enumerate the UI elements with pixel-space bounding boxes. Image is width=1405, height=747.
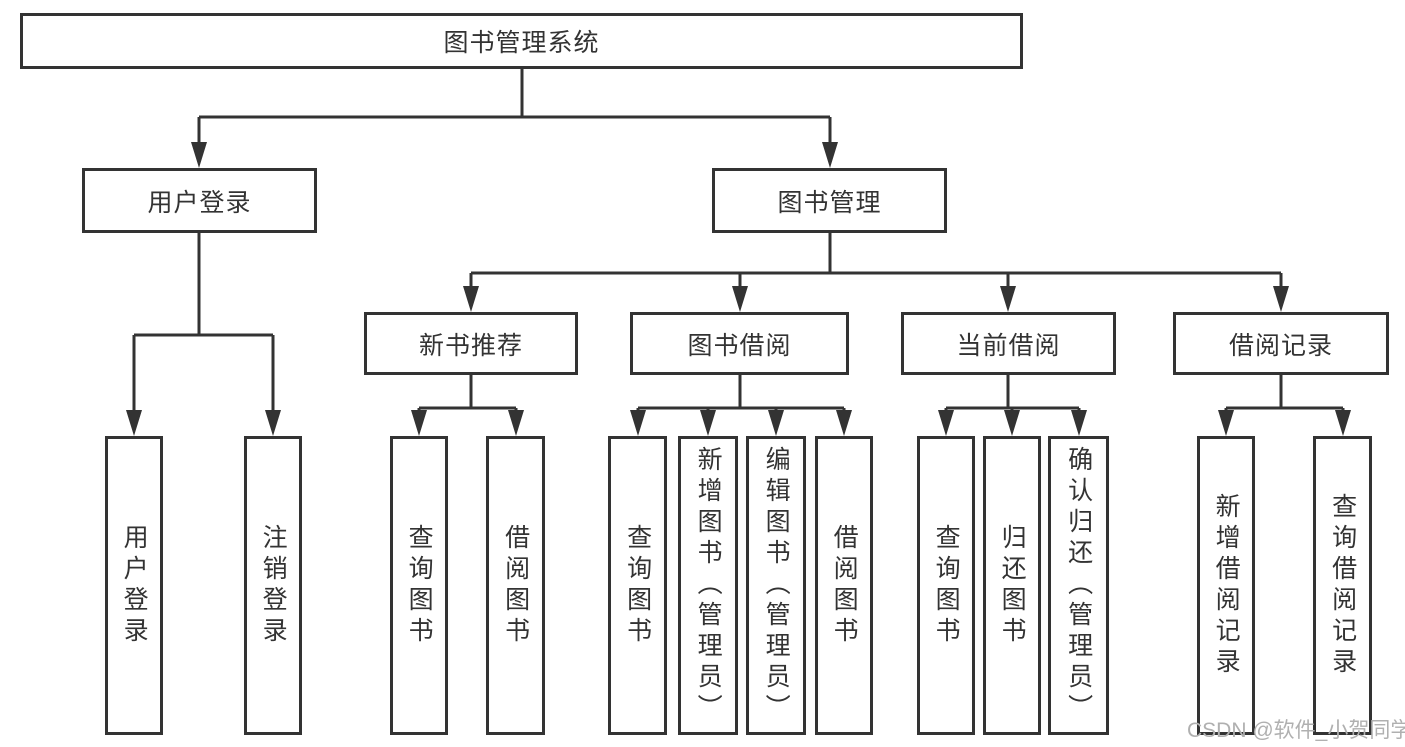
leaf-logout-login: 注销登录 xyxy=(244,436,302,735)
leaf-borrow-add-books-admin: 新增图书（管理员） xyxy=(678,436,738,735)
node-new-book-recommend: 新书推荐 xyxy=(364,312,578,375)
leaf-borrow-add-books-admin-label: 新增图书（管理员） xyxy=(694,446,723,725)
leaf-user-login-label: 用户登录 xyxy=(120,523,149,648)
leaf-borrow-borrow-books: 借阅图书 xyxy=(815,436,873,735)
leaf-borrow-query-books: 查询图书 xyxy=(608,436,667,735)
leaf-recommend-query-books: 查询图书 xyxy=(390,436,448,735)
connector-new-book-recommend-to-leaves xyxy=(411,375,524,436)
leaf-borrow-borrow-books-label: 借阅图书 xyxy=(830,523,859,648)
csdn-watermark: CSDN @软件_小贺同学 xyxy=(1187,719,1405,742)
leaf-user-login: 用户登录 xyxy=(105,436,163,735)
leaf-logout-login-label: 注销登录 xyxy=(259,523,288,648)
leaf-recommend-borrow-books: 借阅图书 xyxy=(486,436,545,735)
leaf-current-return-books: 归还图书 xyxy=(983,436,1041,735)
node-borrow-records-label: 借阅记录 xyxy=(1228,331,1333,360)
leaf-current-confirm-return-admin: 确认归还（管理员） xyxy=(1048,436,1109,735)
node-book-borrow: 图书借阅 xyxy=(630,312,849,375)
node-user-login-label: 用户登录 xyxy=(147,188,252,217)
connector-current-borrow-to-leaves xyxy=(938,375,1087,436)
leaf-current-return-books-label: 归还图书 xyxy=(998,523,1027,648)
leaf-records-query-record: 查询借阅记录 xyxy=(1313,436,1372,735)
node-current-borrow-label: 当前借阅 xyxy=(956,331,1061,360)
node-book-management-label: 图书管理 xyxy=(777,188,882,217)
leaf-current-query-books-label: 查询图书 xyxy=(932,523,961,648)
leaf-records-add-record: 新增借阅记录 xyxy=(1197,436,1255,735)
leaf-recommend-borrow-books-label: 借阅图书 xyxy=(501,523,530,648)
node-root-label: 图书管理系统 xyxy=(443,29,600,57)
connector-user-login-to-leaves xyxy=(126,233,281,436)
node-borrow-records: 借阅记录 xyxy=(1173,312,1389,375)
connector-root-to-level2 xyxy=(191,68,838,168)
node-current-borrow: 当前借阅 xyxy=(901,312,1116,375)
leaf-borrow-edit-books-admin: 编辑图书（管理员） xyxy=(746,436,806,735)
connector-book-management-to-level3 xyxy=(463,233,1289,312)
node-root: 图书管理系统 xyxy=(20,13,1023,69)
leaf-borrow-query-books-label: 查询图书 xyxy=(623,523,652,648)
leaf-current-confirm-return-admin-label: 确认归还（管理员） xyxy=(1064,446,1093,725)
leaf-borrow-edit-books-admin-label: 编辑图书（管理员） xyxy=(762,446,791,725)
connector-book-borrow-to-leaves xyxy=(630,375,852,436)
leaf-recommend-query-books-label: 查询图书 xyxy=(405,523,434,648)
node-new-book-recommend-label: 新书推荐 xyxy=(418,331,523,360)
node-book-borrow-label: 图书借阅 xyxy=(687,331,792,360)
connector-borrow-records-to-leaves xyxy=(1218,375,1351,436)
node-user-login: 用户登录 xyxy=(82,168,317,233)
leaf-records-query-record-label: 查询借阅记录 xyxy=(1328,492,1357,679)
node-book-management: 图书管理 xyxy=(712,168,947,233)
leaf-current-query-books: 查询图书 xyxy=(917,436,975,735)
leaf-records-add-record-label: 新增借阅记录 xyxy=(1212,492,1241,679)
